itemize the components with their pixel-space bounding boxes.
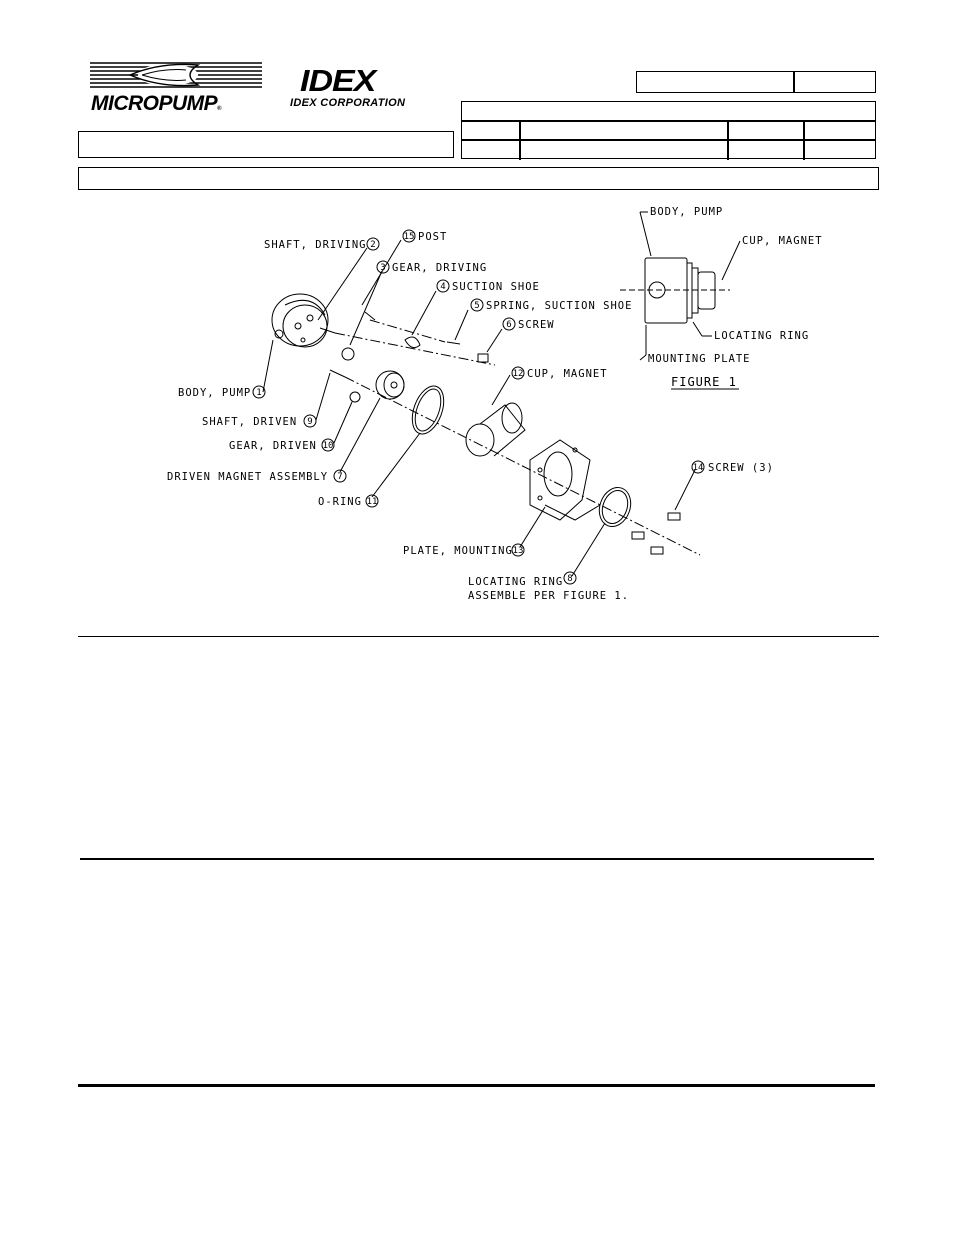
- cup-magnet-part: [465, 402, 526, 457]
- label-figure-1: FIGURE 1: [671, 375, 737, 389]
- exploded-assembly-drawing: 2 15 3 4 5 6 12 1 9 10 7 11 14 13 8 BODY…: [167, 206, 823, 602]
- label-cup-magnet: CUP, MAGNET: [527, 368, 608, 380]
- gear-driven-part: [349, 391, 361, 403]
- balloon-10: 10: [323, 441, 334, 451]
- screw-part: [477, 353, 489, 363]
- label-cup-magnet-fig1: CUP, MAGNET: [742, 235, 823, 247]
- label-plate-mounting: PLATE, MOUNTING: [403, 545, 513, 557]
- section-rule-3: [78, 1084, 875, 1087]
- balloon-4: 4: [440, 282, 445, 292]
- description-box: [78, 131, 454, 158]
- micropump-logo-stripes: [90, 62, 262, 88]
- label-screw: SCREW: [518, 319, 555, 331]
- section-rule-1: [78, 636, 879, 637]
- pump-body-part: [271, 293, 329, 348]
- post-part: [364, 311, 376, 321]
- label-body-pump: BODY, PUMP: [178, 387, 251, 399]
- mounting-plate-part: [529, 439, 601, 521]
- label-assemble-per-figure: ASSEMBLE PER FIGURE 1.: [468, 590, 629, 602]
- idex-logo-text: IDEX: [300, 63, 376, 99]
- title-block: [461, 101, 876, 160]
- label-shaft-driving: SHAFT, DRIVING: [264, 239, 367, 251]
- balloon-6: 6: [506, 320, 511, 330]
- label-gear-driving: GEAR, DRIVING: [392, 262, 487, 274]
- label-locating-ring: LOCATING RING: [468, 576, 563, 588]
- balloon-3: 3: [380, 263, 385, 273]
- balloon-9: 9: [307, 417, 312, 427]
- label-suction-shoe: SUCTION SHOE: [452, 281, 540, 293]
- shaft-driving-part: [319, 327, 336, 334]
- label-post: POST: [418, 231, 447, 243]
- registered-mark: ®: [217, 106, 222, 112]
- label-gear-driven: GEAR, DRIVEN: [229, 440, 317, 452]
- balloon-15: 15: [404, 232, 415, 242]
- o-ring-part: [411, 385, 445, 435]
- label-shaft-driven: SHAFT, DRIVEN: [202, 416, 297, 428]
- balloon-14: 14: [693, 463, 704, 473]
- micropump-logo-text: MICROPUMP®: [91, 92, 222, 116]
- label-body-pump-fig1: BODY, PUMP: [650, 206, 723, 218]
- label-spring-suction-shoe: SPRING, SUCTION SHOE: [486, 300, 632, 312]
- shaft-driven-part: [329, 369, 346, 378]
- suction-shoe-part: [404, 336, 421, 349]
- section-rule-2: [80, 858, 874, 860]
- balloon-8: 8: [567, 574, 572, 584]
- balloon-1: 1: [256, 388, 261, 398]
- idex-corporation-text: IDEX CORPORATION: [290, 97, 406, 109]
- locating-ring-part: [598, 487, 632, 527]
- balloon-12: 12: [513, 369, 524, 379]
- screw-3-part: [667, 512, 681, 521]
- balloon-11: 11: [367, 497, 378, 507]
- section-header-bar: [78, 167, 879, 190]
- label-driven-magnet-assembly: DRIVEN MAGNET ASSEMBLY: [167, 471, 328, 483]
- spring-part: [446, 341, 461, 345]
- balloon-7: 7: [337, 472, 342, 482]
- label-locating-ring-fig1: LOCATING RING: [714, 330, 809, 342]
- micropump-name: MICROPUMP: [91, 92, 218, 115]
- label-mounting-plate-fig1: MOUNTING PLATE: [648, 353, 751, 365]
- figure-1-assembly: [620, 211, 741, 390]
- doc-number-box: [636, 71, 876, 93]
- label-o-ring: O-RING: [318, 496, 362, 508]
- driven-magnet-part: [375, 370, 405, 400]
- gear-driving-part: [341, 347, 355, 361]
- balloon-13: 13: [513, 546, 524, 556]
- balloon-2: 2: [370, 240, 375, 250]
- label-screw-3: SCREW (3): [708, 462, 774, 474]
- balloon-5: 5: [474, 301, 479, 311]
